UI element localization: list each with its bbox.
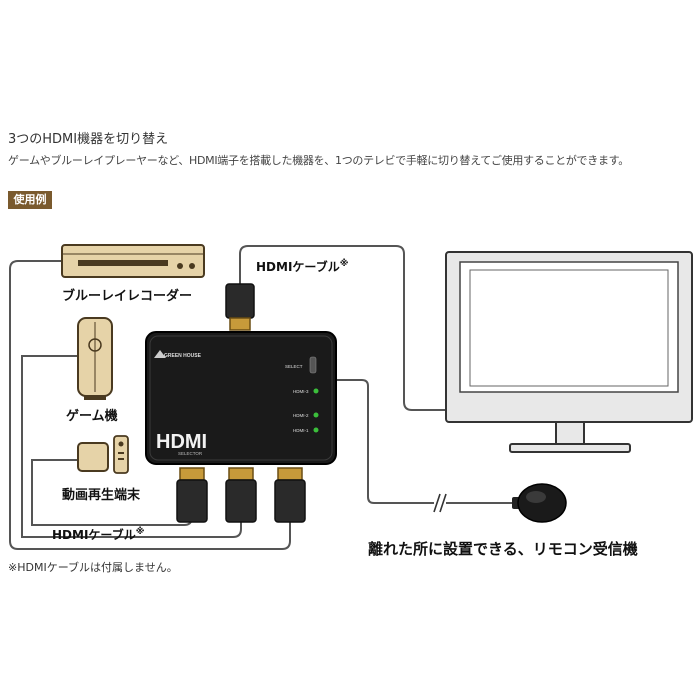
media-player-label: 動画再生端末 bbox=[62, 488, 141, 503]
switcher-port-label: HDMI-2 bbox=[293, 413, 309, 418]
switcher-port-label: HDMI-3 bbox=[293, 389, 309, 394]
cable-lines bbox=[9, 245, 516, 550]
bluray-recorder-icon bbox=[61, 244, 205, 278]
cable-break-mark bbox=[433, 493, 447, 513]
led-hdmi3-icon bbox=[313, 388, 319, 394]
led-hdmi1-icon bbox=[313, 427, 319, 433]
bluray-recorder-label: ブルーレイレコーダー bbox=[62, 289, 193, 304]
asterisk-mark: ※ bbox=[135, 527, 145, 537]
hdmi-cable-label-top: HDMIケーブル※ bbox=[256, 259, 349, 274]
receiver-cable-a bbox=[336, 379, 434, 504]
asterisk-mark: ※ bbox=[339, 259, 349, 269]
switcher-logo-sub: SELECTOR bbox=[178, 451, 203, 456]
recorder-cable bbox=[9, 260, 291, 550]
hdmi-connector-bottom-3 bbox=[274, 467, 306, 523]
section-description: ゲームやブルーレイプレーヤーなど、HDMI端子を搭載した機器を、1つのテレビで手… bbox=[8, 154, 629, 167]
tv-cable bbox=[239, 245, 452, 411]
footnote: ※HDMIケーブルは付属しません。 bbox=[8, 561, 178, 574]
game-console-icon bbox=[77, 317, 113, 400]
hdmi-cable-label-left: HDMIケーブル※ bbox=[52, 527, 145, 542]
switcher-logo: HDMI bbox=[156, 431, 207, 453]
television-icon bbox=[445, 251, 693, 453]
media-player-icon bbox=[77, 435, 129, 474]
hdmi-connector-bottom-1 bbox=[176, 467, 208, 523]
led-hdmi2-icon bbox=[313, 412, 319, 418]
receiver-caption: 離れた所に設置できる、リモコン受信機 bbox=[368, 540, 638, 558]
select-button-icon bbox=[309, 356, 317, 374]
section-heading: 3つのHDMI機器を切り替え bbox=[8, 132, 169, 147]
hdmi-switcher-device: GREEN HOUSE SELECT HDMI-3 HDMI-2 HDMI-1 … bbox=[145, 331, 337, 465]
brand-logo-icon bbox=[154, 350, 166, 358]
switcher-port-label: HDMI-1 bbox=[293, 428, 309, 433]
switcher-brand: GREEN HOUSE bbox=[164, 353, 202, 359]
remote-receiver-icon bbox=[512, 483, 567, 523]
switcher-select-label: SELECT bbox=[285, 364, 303, 369]
usage-example-badge: 使用例 bbox=[8, 191, 52, 209]
hdmi-connector-top bbox=[225, 283, 255, 331]
hdmi-connector-bottom-2 bbox=[225, 467, 257, 523]
game-console-label: ゲーム機 bbox=[66, 409, 118, 424]
game-cable bbox=[21, 355, 242, 538]
